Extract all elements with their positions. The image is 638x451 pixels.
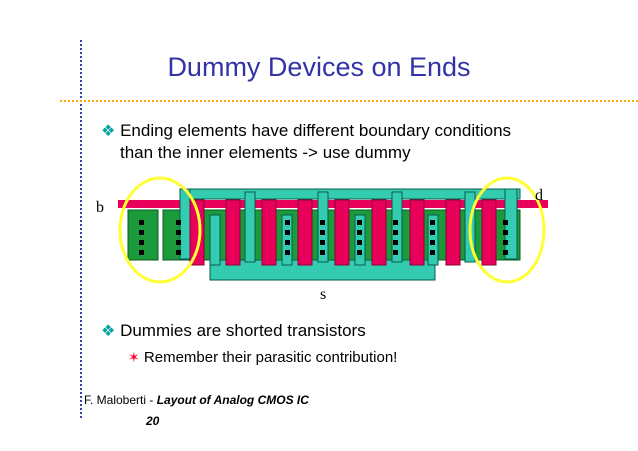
metal-d-finger [244, 191, 256, 263]
contact [320, 250, 325, 255]
contact [139, 240, 144, 245]
contact [503, 250, 508, 255]
metal-s-finger [209, 214, 221, 266]
contact [357, 250, 362, 255]
contact [285, 230, 290, 235]
contact [176, 250, 181, 255]
label-s: s [320, 286, 327, 303]
gate-poly [481, 199, 497, 266]
bullet-1-line-2: than the inner elements -> use dummy [120, 143, 411, 162]
contact [393, 250, 398, 255]
dummy-highlight-right [468, 176, 546, 284]
contact [357, 220, 362, 225]
gate-poly [445, 199, 461, 266]
contact [503, 220, 508, 225]
metal-d-finger [317, 191, 329, 263]
diamond-bullet-icon: ❖ [101, 323, 116, 340]
contact [430, 230, 435, 235]
diamond-bullet-icon: ❖ [101, 123, 116, 140]
contact [285, 250, 290, 255]
bullet-1: ❖ Ending elements have different boundar… [101, 120, 511, 163]
contact [139, 220, 144, 225]
footer-author: F. Maloberti - [84, 393, 157, 407]
star-bullet-icon: ✶ [128, 349, 140, 365]
slide-title: Dummy Devices on Ends [167, 52, 471, 82]
contact [430, 240, 435, 245]
gate-poly [409, 199, 425, 266]
bullet-2: ❖ Dummies are shorted transistors [101, 320, 366, 342]
gate-poly [297, 199, 313, 266]
contact [176, 220, 181, 225]
gate-poly [189, 199, 205, 266]
bulk-strip [118, 200, 548, 208]
contact [503, 240, 508, 245]
metal-s-bus [209, 259, 436, 281]
contact [320, 220, 325, 225]
metal-left-finger [179, 188, 191, 260]
contact [139, 250, 144, 255]
horizontal-bar-orange [60, 100, 638, 104]
contact [393, 240, 398, 245]
vertical-bar-blue [79, 40, 84, 420]
metal-d-finger [391, 191, 403, 263]
dummy-highlight-left [118, 176, 202, 284]
contact [393, 220, 398, 225]
bullet-2-line-1: Dummies are shorted transistors [120, 321, 366, 340]
contact [285, 240, 290, 245]
contact [176, 240, 181, 245]
sub-bullet: ✶ Remember their parasitic contribution! [128, 349, 397, 366]
contact [285, 220, 290, 225]
contact [430, 250, 435, 255]
contact [320, 230, 325, 235]
contact [357, 230, 362, 235]
gate-poly [371, 199, 387, 266]
contact [176, 230, 181, 235]
sub-bullet-text: Remember their parasitic contribution! [143, 349, 398, 366]
footer-title: Layout of Analog CMOS IC [156, 393, 309, 407]
label-d: d [535, 187, 543, 204]
gate-poly [261, 199, 277, 266]
bullet-1-line-1: Ending elements have different boundary … [120, 121, 512, 140]
contact [357, 240, 362, 245]
gate-poly [334, 199, 350, 266]
label-b: b [96, 199, 104, 216]
contact [393, 230, 398, 235]
contact [503, 230, 508, 235]
page-number: 20 [146, 414, 160, 428]
gate-poly [225, 199, 241, 266]
footer: F. Maloberti - Layout of Analog CMOS IC [84, 393, 309, 407]
contact [139, 230, 144, 235]
contact [430, 220, 435, 225]
contact [320, 240, 325, 245]
